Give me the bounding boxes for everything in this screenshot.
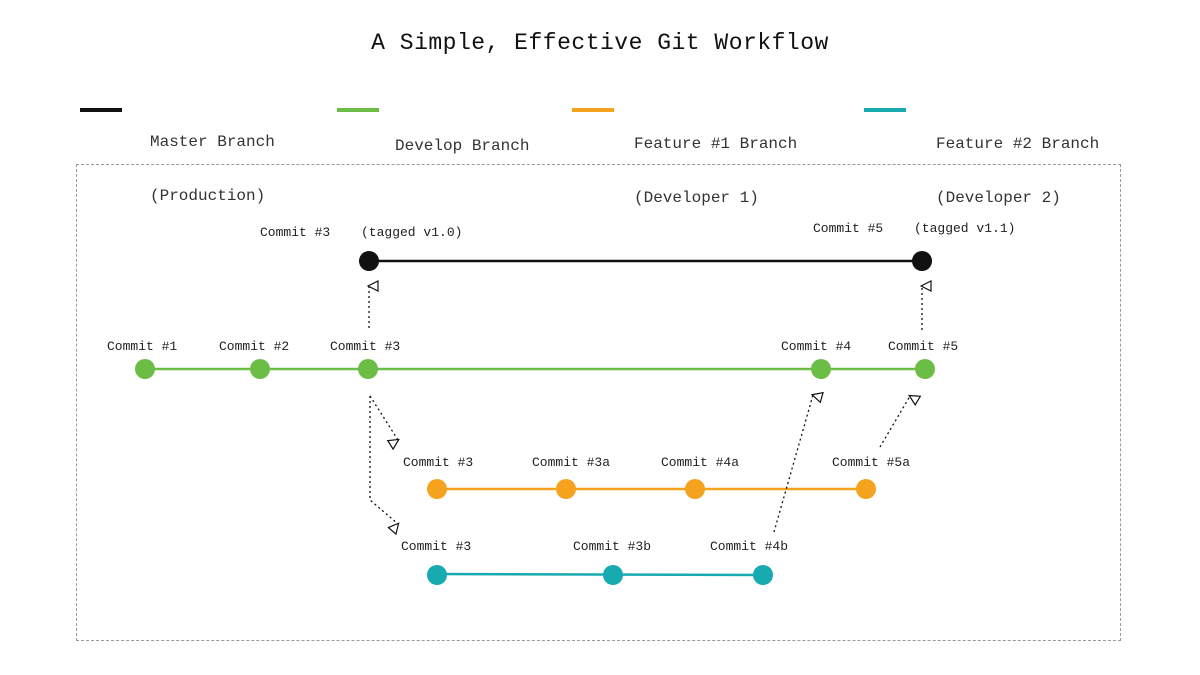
- commit-label: Commit #3b: [573, 539, 651, 554]
- legend-swatch-master: [80, 108, 122, 112]
- commit-label: Commit #1: [107, 339, 177, 354]
- legend-swatch-feature2: [864, 108, 906, 112]
- commit-node[interactable]: [427, 479, 447, 499]
- commit-label: Commit #4b: [710, 539, 788, 554]
- legend-label-develop-line1: Develop Branch: [395, 137, 530, 155]
- commit-node[interactable]: [427, 565, 447, 585]
- commit-label: Commit #3: [401, 539, 471, 554]
- commit-tag: (tagged v1.0): [361, 225, 462, 240]
- legend-label-feature2: Feature #2 Branch (Developer 2): [936, 99, 1099, 243]
- commit-node[interactable]: [250, 359, 270, 379]
- arrow-feature2-to-develop4: [773, 395, 813, 533]
- legend-label-master-line1: Master Branch: [150, 133, 275, 151]
- arrow-develop3-to-feature2: [369, 396, 398, 524]
- legend-swatch-feature1: [572, 108, 614, 112]
- diagram-frame: [76, 164, 1121, 641]
- legend-label-feature1: Feature #1 Branch (Developer 1): [634, 99, 797, 243]
- commit-node[interactable]: [603, 565, 623, 585]
- commit-label: Commit #3: [330, 339, 400, 354]
- commit-node[interactable]: [556, 479, 576, 499]
- commit-node[interactable]: [135, 359, 155, 379]
- commit-label: Commit #3: [260, 225, 330, 240]
- legend-label-develop: Develop Branch: [395, 101, 529, 191]
- commit-label: Commit #4: [781, 339, 851, 354]
- legend-label-feature1-line1: Feature #1 Branch: [634, 135, 798, 153]
- legend-swatch-develop: [337, 108, 379, 112]
- legend-label-feature1-line2: (Developer 1): [634, 189, 759, 207]
- legend-label-feature2-line2: (Developer 2): [936, 189, 1061, 207]
- commit-label: Commit #4a: [661, 455, 739, 470]
- commit-tag: (tagged v1.1): [914, 221, 1015, 236]
- commit-node[interactable]: [912, 251, 932, 271]
- commit-node[interactable]: [753, 565, 773, 585]
- commit-label: Commit #2: [219, 339, 289, 354]
- diagram-title: A Simple, Effective Git Workflow: [371, 30, 829, 56]
- commit-node[interactable]: [359, 251, 379, 271]
- legend-label-feature2-line1: Feature #2 Branch: [936, 135, 1100, 153]
- commit-label: Commit #5: [813, 221, 883, 236]
- commit-label: Commit #5: [888, 339, 958, 354]
- commit-label: Commit #3: [403, 455, 473, 470]
- commit-label: Commit #3a: [532, 455, 610, 470]
- feature2-branch-line: [436, 572, 764, 577]
- commit-node[interactable]: [856, 479, 876, 499]
- commit-node[interactable]: [685, 479, 705, 499]
- arrow-feature1-to-develop5: [879, 396, 910, 448]
- arrow-develop3-to-feature1: [369, 395, 398, 440]
- commit-label: Commit #5a: [832, 455, 910, 470]
- commit-node[interactable]: [811, 359, 831, 379]
- legend-label-master-line2: (Production): [150, 187, 266, 205]
- legend-label-master: Master Branch (Production): [150, 97, 275, 241]
- commit-node[interactable]: [915, 359, 935, 379]
- commit-node[interactable]: [358, 359, 378, 379]
